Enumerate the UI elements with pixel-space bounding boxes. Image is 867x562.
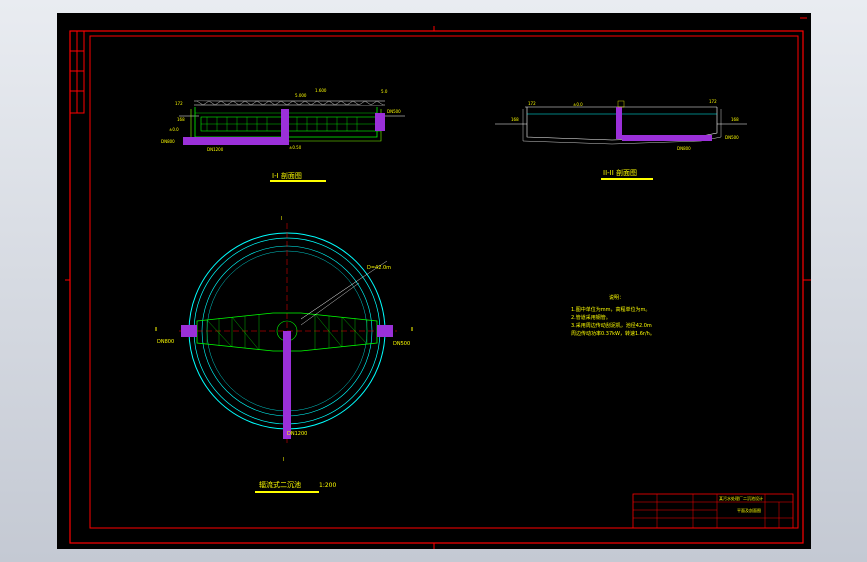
section-1-drawing: 172 168 ±0.0 5.000 1.600 5.0 DN500 DN800… xyxy=(161,88,405,152)
svg-text:DN1200: DN1200 xyxy=(207,147,224,152)
plan-scale: 1:200 xyxy=(319,482,336,489)
svg-text:5.000: 5.000 xyxy=(295,93,307,98)
svg-text:172: 172 xyxy=(528,101,536,106)
svg-text:±0.0: ±0.0 xyxy=(573,102,583,107)
notes-title: 说明： xyxy=(609,294,624,301)
title-block: 某污水处理厂二沉池设计 平面及剖面图 xyxy=(632,493,794,529)
svg-text:1.600: 1.600 xyxy=(315,88,327,93)
note-line-2: 2.管道采用钢管。 xyxy=(571,314,611,321)
section-2-underline xyxy=(601,178,653,180)
note-line-3: 3.采用周边传动刮泥机，池径42.0m xyxy=(571,322,652,329)
svg-text:168: 168 xyxy=(177,117,185,122)
cad-viewport[interactable]: 172 168 ±0.0 5.000 1.600 5.0 DN500 DN800… xyxy=(57,13,811,549)
svg-text:Ⅰ: Ⅰ xyxy=(281,216,282,222)
plan-underline xyxy=(255,491,319,493)
section-1-underline xyxy=(270,180,326,182)
cad-drawing: 172 168 ±0.0 5.000 1.600 5.0 DN500 DN800… xyxy=(65,17,811,549)
note-line-1: 1.图中单位为mm，高程单位为m。 xyxy=(571,306,650,313)
svg-text:172: 172 xyxy=(709,99,717,104)
note-line-4: 周边传动功率0.37kW，转速1.6r/h。 xyxy=(571,330,655,337)
svg-text:DN800: DN800 xyxy=(677,146,691,151)
svg-text:±0.0: ±0.0 xyxy=(169,127,179,132)
svg-text:Ⅰ: Ⅰ xyxy=(283,457,284,463)
section-1-title: I-I 剖面图 xyxy=(272,171,302,180)
svg-text:168: 168 xyxy=(731,117,739,122)
svg-text:DN800: DN800 xyxy=(157,339,174,345)
svg-text:DN500: DN500 xyxy=(393,341,410,347)
svg-text:D=42.0m: D=42.0m xyxy=(367,265,391,271)
svg-text:5.0: 5.0 xyxy=(381,89,388,94)
stamp-strip xyxy=(69,30,85,114)
title-block-title: 某污水处理厂二沉池设计 xyxy=(719,495,763,501)
section-2-title: II-II 剖面图 xyxy=(603,168,637,177)
inner-frame xyxy=(89,35,799,529)
svg-text:Ⅱ: Ⅱ xyxy=(155,327,157,333)
svg-text:DN1200: DN1200 xyxy=(287,431,307,437)
plan-title: 辐流式二沉池 xyxy=(259,480,301,489)
svg-text:DN800: DN800 xyxy=(161,139,175,144)
svg-text:DN500: DN500 xyxy=(387,109,401,114)
notes-block: 说明： 1.图中单位为mm，高程单位为m。 2.管道采用钢管。 3.采用周边传动… xyxy=(571,294,655,337)
svg-text:DN500: DN500 xyxy=(725,135,739,140)
svg-text:±0.50: ±0.50 xyxy=(289,145,302,150)
svg-text:168: 168 xyxy=(511,117,519,122)
svg-text:172: 172 xyxy=(175,101,183,106)
title-block-subtitle: 平面及剖面图 xyxy=(737,507,761,513)
outer-frame xyxy=(69,30,804,544)
section-2-drawing: 172 ±0.0 172 168 168 DN500 DN800 xyxy=(495,99,747,151)
plan-view: Ⅰ Ⅰ Ⅱ Ⅱ DN800 DN500 DN1200 D=42.0m xyxy=(155,216,413,463)
svg-text:Ⅱ: Ⅱ xyxy=(411,327,413,333)
